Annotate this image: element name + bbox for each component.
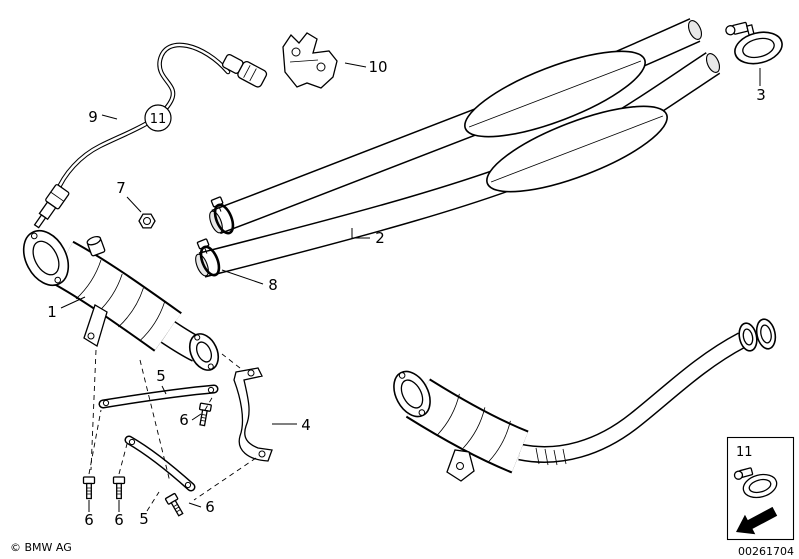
callout-6-c[interactable]: 6 bbox=[114, 511, 124, 529]
callout-6-a[interactable]: 6 bbox=[179, 411, 189, 429]
hex-nut-illustration bbox=[138, 213, 156, 229]
upper-resonator bbox=[464, 50, 646, 138]
callout-11[interactable]: 11 bbox=[150, 112, 167, 127]
sensor-boss bbox=[86, 236, 106, 257]
exhaust-clamp-illustration bbox=[725, 21, 783, 65]
callout-9[interactable]: 9 bbox=[88, 108, 98, 126]
rear-gasket-ring bbox=[755, 318, 777, 350]
detail-inset-box[interactable]: 11 bbox=[726, 436, 795, 542]
sensor-body bbox=[33, 184, 70, 229]
callouts: 1 2 3 4 5 5 6 6 6 6 7 8 9 10 11 bbox=[47, 58, 766, 529]
callout-4[interactable]: 4 bbox=[301, 416, 311, 434]
catalytic-converter-illustration bbox=[22, 229, 220, 371]
bolt-illustration bbox=[112, 476, 126, 500]
bolt-illustration bbox=[164, 492, 187, 519]
callout-7[interactable]: 7 bbox=[116, 179, 126, 197]
pipe-open-end bbox=[705, 53, 721, 73]
pipe-clamp-illustrations bbox=[196, 196, 235, 277]
support-bracket-illustration bbox=[233, 367, 273, 462]
cat-inlet-flange bbox=[22, 229, 70, 287]
cable-bracket-illustration bbox=[282, 32, 338, 89]
sensor-connector bbox=[221, 53, 268, 88]
callout-5-upper[interactable]: 5 bbox=[156, 367, 166, 385]
pipe-clamp-lower bbox=[196, 238, 221, 277]
pipe-open-end bbox=[687, 20, 703, 40]
rear-end-flange bbox=[738, 322, 758, 352]
copyright-text: © BMW AG bbox=[10, 541, 72, 554]
oxygen-sensor-illustration bbox=[33, 42, 268, 229]
support-strap-lower-illustration bbox=[124, 435, 196, 492]
inset-clamp-icon bbox=[733, 467, 778, 499]
callout-1[interactable]: 1 bbox=[47, 303, 57, 321]
cat-mount-tab bbox=[83, 304, 108, 347]
rear-inlet-flange bbox=[393, 370, 431, 418]
callout-5-lower[interactable]: 5 bbox=[139, 510, 149, 528]
callout-11-circle[interactable] bbox=[144, 104, 172, 132]
callout-6-b[interactable]: 6 bbox=[84, 511, 94, 529]
part-number-text: 00261704 bbox=[738, 545, 794, 558]
bolt-illustration bbox=[196, 402, 213, 427]
bolt-illustration bbox=[82, 476, 96, 500]
rear-exhaust-section-illustration bbox=[393, 318, 777, 482]
cat-outlet-flange bbox=[188, 333, 220, 371]
callout-leader-lines bbox=[60, 62, 761, 512]
callout-8[interactable]: 8 bbox=[268, 276, 278, 294]
callout-2[interactable]: 2 bbox=[375, 229, 385, 247]
inset-label: 11 bbox=[736, 445, 753, 460]
pipe-clamp-upper bbox=[210, 196, 235, 235]
callout-3[interactable]: 3 bbox=[756, 86, 766, 104]
lower-resonator bbox=[486, 105, 668, 193]
callout-10[interactable]: 10 bbox=[368, 58, 387, 76]
support-strap-upper-illustration bbox=[98, 384, 219, 409]
assembly-dashed-lines bbox=[88, 349, 257, 501]
direction-arrow-icon bbox=[736, 506, 778, 535]
callout-6-d[interactable]: 6 bbox=[205, 498, 215, 516]
twin-exhaust-pipes-illustration bbox=[195, 18, 721, 278]
